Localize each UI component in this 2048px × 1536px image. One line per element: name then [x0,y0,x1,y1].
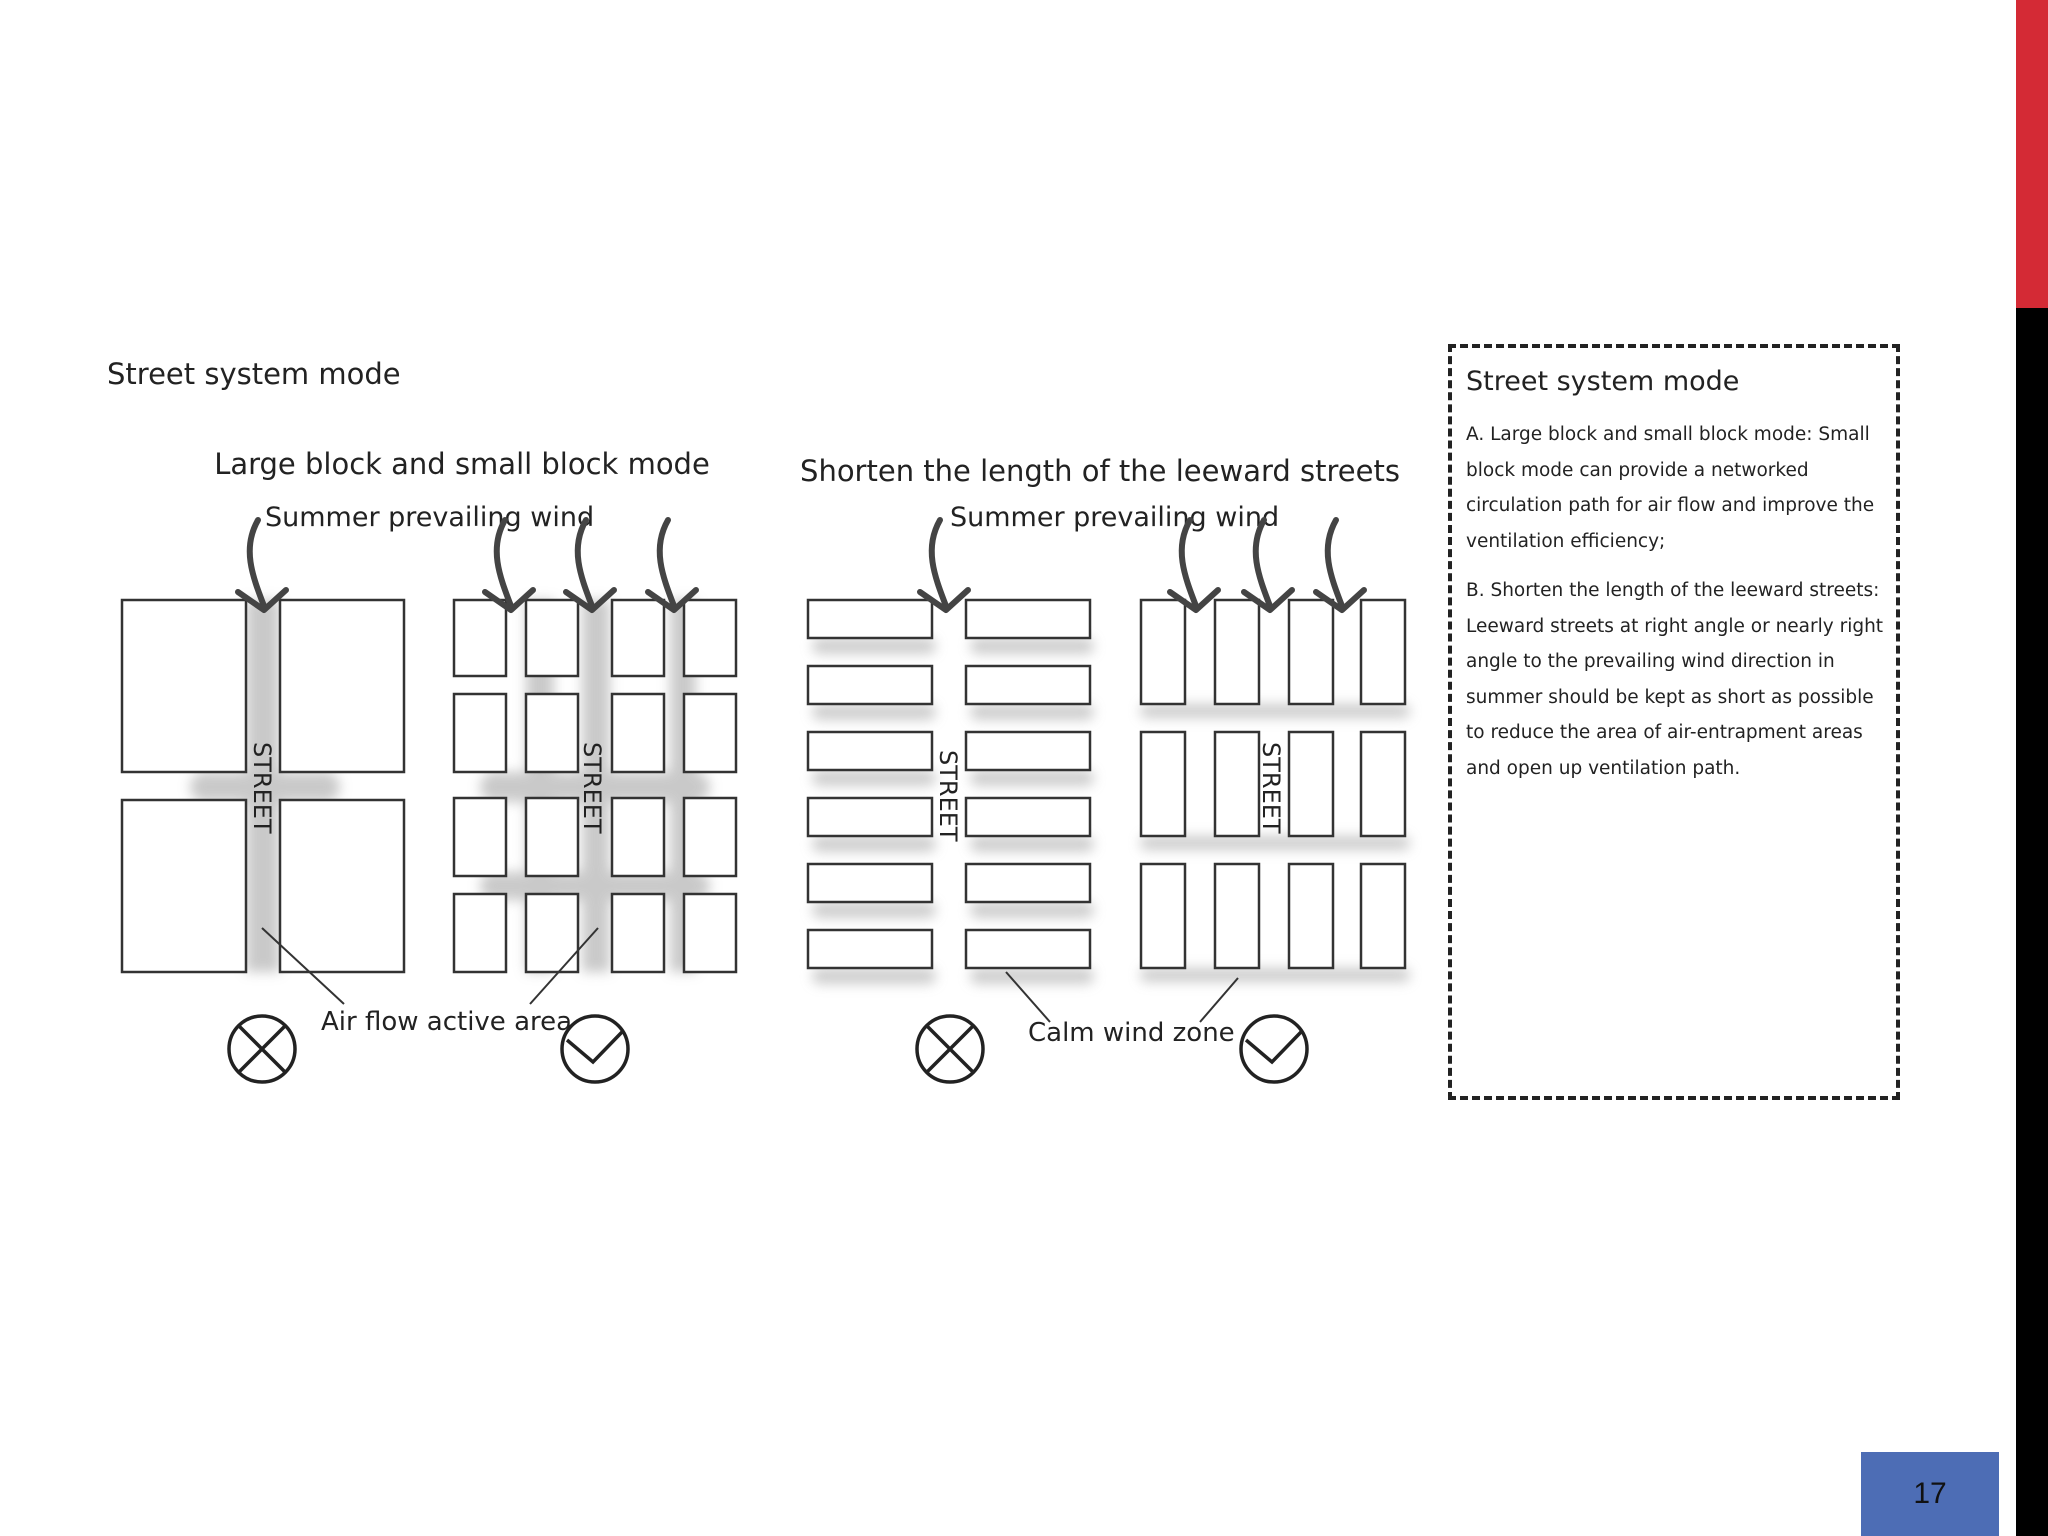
right-panel-title: Shorten the length of the leeward street… [800,454,1400,488]
left-street-label-small: STREET [578,742,606,834]
cross-circle-icon [227,1014,297,1084]
wind-arrow-icon [235,517,289,613]
page-number-badge: 17 [1861,1452,1999,1536]
wind-arrow-icon [563,517,617,613]
left-annotation: Air flow active area [321,1007,572,1037]
wind-arrow-icon [1167,517,1221,613]
notes-paragraph-b: B. Shorten the length of the leeward str… [1466,580,1884,779]
right-street-label-short: STREET [1257,742,1285,834]
wind-arrow-icon [1241,517,1295,613]
left-panel-title: Large block and small block mode [214,447,710,481]
large-block-grid [120,598,406,974]
check-circle-icon [1239,1014,1309,1084]
right-calm-shading [812,638,1410,984]
left-leader-lines [261,927,599,1005]
section-title: Street system mode [107,357,401,391]
short-block-columns [1139,598,1407,970]
side-accent-red [2016,0,2048,308]
left-street-label-large: STREET [248,742,276,834]
wind-arrow-icon [482,517,536,613]
cross-circle-icon [915,1014,985,1084]
right-street-label-long: STREET [934,750,962,842]
wind-arrow-icon [1313,517,1367,613]
left-wind-label: Summer prevailing wind [265,502,594,533]
notes-box: Street system mode A. Large block and sm… [1448,344,1900,1100]
wind-arrow-icon [917,517,971,613]
check-circle-icon [560,1014,630,1084]
small-block-grid [452,598,738,974]
side-accent-black [2016,308,2048,1536]
notes-paragraph-a: A. Large block and small block mode: Sma… [1466,424,1875,552]
notes-title: Street system mode [1466,366,1740,397]
right-annotation: Calm wind zone [1028,1018,1235,1048]
wind-arrow-icon [645,517,699,613]
long-block-rows [806,598,1092,970]
right-leader-lines [1005,971,1239,1023]
right-wind-label: Summer prevailing wind [950,502,1279,533]
